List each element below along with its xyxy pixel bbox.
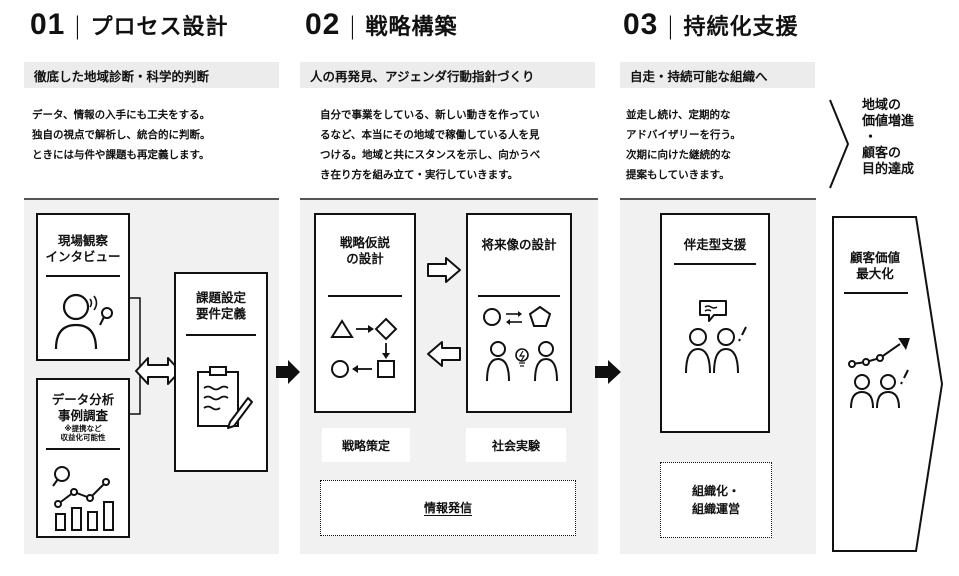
phase-1-separator: | [73, 12, 83, 40]
phase-1-name: プロセス設計 [90, 15, 229, 40]
phase-2-subtitle: 人の再発見、アジェンダ行動指針づくり [300, 62, 595, 88]
phase-3-desc-line: 並走し続け、定期的な [626, 109, 731, 121]
social-experiment-label: 社会実験 [491, 438, 540, 453]
future-people-icon [483, 305, 558, 382]
phase-1-title: 01 | プロセス設計 [30, 8, 228, 42]
magnifier-chart-icon [52, 466, 114, 531]
shapes-flow-icon [330, 317, 398, 378]
clipboard-pen-icon [197, 366, 253, 429]
growth-people-icon [848, 338, 910, 409]
outcome-line: 価値増進 [862, 114, 915, 129]
accompany-support-card: 伴走型支援 [660, 213, 770, 433]
field-observation-card: 現場観察 インタビュー [36, 213, 130, 361]
mentoring-people-icon [685, 300, 747, 374]
phase-3-subtitle: 自走・持続可能な組織へ [620, 62, 815, 88]
divider [46, 448, 120, 450]
outline-left-arrow-icon [427, 341, 461, 367]
organization-box: 組織化・ 組織運営 [660, 462, 772, 538]
divider [328, 295, 402, 297]
phase-2-separator: | [348, 12, 358, 40]
phase-1-description: データ、情報の入手にも工夫をする。 独自の視点で解析し、統合的に判断。 ときには… [32, 105, 211, 165]
phase-3-separator: | [666, 12, 676, 40]
phase-3-number: 03 [623, 8, 659, 41]
info-dissemination-box: 情報発信 [320, 480, 576, 536]
strategy-formulation-label: 戦略策定 [341, 438, 390, 453]
outcome-bracket-icon [829, 99, 850, 189]
phase-1-desc-line: データ、情報の入手にも工夫をする。 [32, 109, 211, 121]
phase-1-desc-line: 独自の視点で解析し、統合的に判断。 [32, 129, 211, 141]
data-analysis-note: ※提携など 収益化可能性 [60, 424, 106, 442]
issue-setting-card: 課題設定 要件定義 [174, 272, 268, 472]
divider [478, 295, 560, 297]
maximize-value-title: 顧客価値 最大化 [849, 250, 900, 281]
phase-1-subtitle: 徹底した地域診断・科学的判断 [24, 62, 279, 88]
divider [674, 263, 756, 265]
phase-2-desc-line: き在り方を組み立て・実行していきます。 [320, 169, 519, 181]
value-chevron-shape [832, 216, 944, 552]
divider [186, 334, 256, 336]
phase-2-description: 自分で事業をしている、新しい動きを作ってい るなど、本当にその地域で稼働している… [320, 105, 540, 185]
strategy-hypothesis-title: 戦略仮説 の設計 [339, 235, 390, 266]
strategy-hypothesis-card: 戦略仮説 の設計 [314, 213, 416, 413]
outcome-line: 地域の [862, 98, 902, 113]
outcome-text: 地域の 価値増進 ・ 顧客の 目的達成 [862, 98, 952, 178]
phase-2-title: 02 | 戦略構築 [305, 8, 457, 42]
outcome-line: 目的達成 [862, 162, 915, 177]
data-analysis-title: データ分析 事例調査 [51, 392, 115, 423]
phase-2-number: 02 [305, 8, 341, 41]
phase-2-name: 戦略構築 [365, 15, 458, 40]
phase-3-desc-line: アドバイザリーを行う。 [626, 129, 741, 141]
phase-1-desc-line: ときには与件や課題も再定義します。 [32, 149, 210, 161]
phase-3-name: 持続化支援 [683, 15, 799, 40]
phase-3-title: 03 | 持続化支援 [623, 8, 798, 42]
phase-2-desc-line: つける。地域と共にスタンスを示し、向かうべ [320, 149, 541, 161]
info-dissemination-label: 情報発信 [423, 501, 472, 515]
strategy-formulation-chip: 戦略策定 [322, 428, 410, 462]
social-experiment-chip: 社会実験 [466, 428, 566, 462]
divider [46, 275, 120, 277]
interviewee-speaking-icon [54, 293, 113, 350]
future-design-card: 将来像の設計 [466, 213, 572, 413]
accompany-support-title: 伴走型支援 [683, 237, 747, 252]
field-observation-title: 現場観察 インタビュー [45, 233, 121, 264]
connector-line [128, 297, 141, 415]
outline-right-arrow-icon [427, 257, 461, 283]
flow-arrow-icon [276, 360, 300, 384]
phase-3-desc-line: 次期に向けた継続的な [626, 149, 731, 161]
phase-3-description: 並走し続け、定期的な アドバイザリーを行う。 次期に向けた継続的な 提案もしてい… [626, 105, 741, 185]
future-design-title: 将来像の設計 [481, 237, 557, 252]
phase-2-desc-line: 自分で事業をしている、新しい動きを作ってい [320, 109, 540, 121]
divider [844, 292, 908, 294]
outcome-dot: ・ [864, 130, 878, 145]
phase-1-number: 01 [30, 8, 66, 41]
phase-3-desc-line: 提案もしていきます。 [626, 169, 730, 181]
data-analysis-card: データ分析 事例調査 ※提携など 収益化可能性 [36, 378, 130, 538]
phase-2-desc-line: るなど、本当にその地域で稼働している人を見 [320, 129, 540, 141]
issue-setting-title: 課題設定 要件定義 [195, 290, 246, 321]
outcome-line: 顧客の [862, 146, 902, 161]
organization-label: 組織化・ 組織運営 [691, 484, 740, 516]
flow-arrow-icon [595, 360, 621, 384]
